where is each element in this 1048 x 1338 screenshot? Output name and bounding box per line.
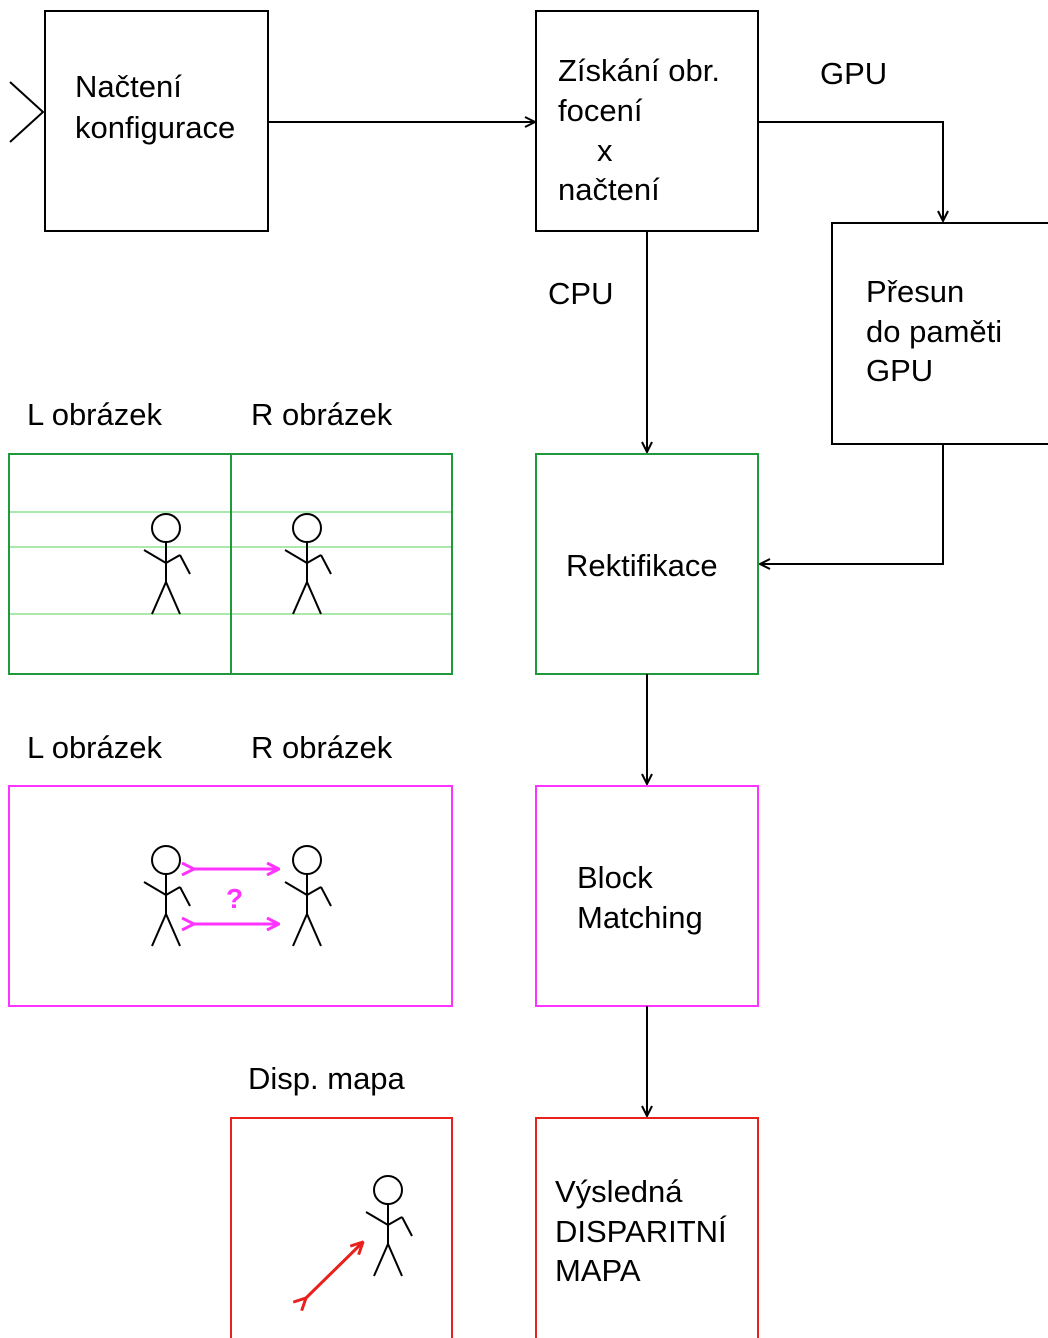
stick-figure-icon bbox=[365, 1175, 413, 1277]
stick-figure-icon bbox=[284, 513, 332, 615]
node-rectification: Rektifikace bbox=[535, 453, 759, 675]
rectified-right-label: R obrázek bbox=[251, 397, 393, 432]
node-block-matching: Block Matching bbox=[535, 785, 759, 1007]
edge-label-gpu: GPU bbox=[820, 56, 887, 91]
matching-right-label: R obrázek bbox=[251, 730, 393, 765]
rectified-right-frame bbox=[230, 453, 453, 675]
node-gpu-transfer-line3: GPU bbox=[866, 353, 933, 388]
node-gpu-transfer-line2: do paměti bbox=[866, 314, 1002, 349]
illustration-matching-pair: L obrázek R obrázek ? bbox=[8, 730, 453, 1007]
node-result-line2: DISPARITNÍ bbox=[555, 1214, 727, 1249]
rectified-left-label: L obrázek bbox=[27, 397, 162, 432]
illustration-rectified-pair: L obrázek R obrázek bbox=[8, 397, 453, 675]
disparity-map-label: Disp. mapa bbox=[248, 1061, 406, 1096]
entry-chevron bbox=[9, 81, 45, 143]
matching-left-label: L obrázek bbox=[27, 730, 162, 765]
matching-frame bbox=[8, 785, 453, 1007]
node-block-matching-line1: Block bbox=[577, 860, 653, 895]
node-result-line1: Výsledná bbox=[555, 1174, 683, 1209]
node-load-config-line2: konfigurace bbox=[75, 110, 235, 145]
disparity-frame bbox=[230, 1117, 453, 1338]
match-question-mark: ? bbox=[226, 883, 243, 914]
node-acquire-line2: focení bbox=[558, 93, 643, 128]
node-rectification-label: Rektifikace bbox=[566, 548, 718, 583]
node-block-matching-line2: Matching bbox=[577, 900, 703, 935]
node-result: Výsledná DISPARITNÍ MAPA bbox=[535, 1117, 759, 1338]
illustration-disparity-map: Disp. mapa bbox=[230, 1061, 453, 1338]
node-result-line3: MAPA bbox=[555, 1253, 641, 1288]
stick-figure-icon bbox=[284, 845, 332, 947]
node-load-config-line1: Načtení bbox=[75, 69, 182, 104]
node-acquire-line4: načtení bbox=[558, 172, 660, 207]
node-gpu-transfer: Přesun do paměti GPU bbox=[831, 222, 1048, 445]
rectified-left-frame bbox=[8, 453, 232, 675]
node-load-config: Načtení konfigurace bbox=[44, 10, 269, 232]
edge-gpu-to-rectification bbox=[760, 444, 944, 564]
edge-label-cpu: CPU bbox=[548, 276, 613, 311]
depth-double-arrow-icon bbox=[306, 1242, 363, 1298]
node-gpu-transfer-line1: Přesun bbox=[866, 274, 964, 309]
stick-figure-icon bbox=[143, 513, 191, 615]
node-acquire-line3: x bbox=[597, 133, 613, 168]
node-acquire-line1: Získání obr. bbox=[558, 53, 720, 88]
node-acquire: Získání obr. focení x načtení bbox=[535, 10, 759, 232]
edge-acquire-to-gpu bbox=[758, 121, 943, 221]
stick-figure-icon bbox=[143, 845, 191, 947]
